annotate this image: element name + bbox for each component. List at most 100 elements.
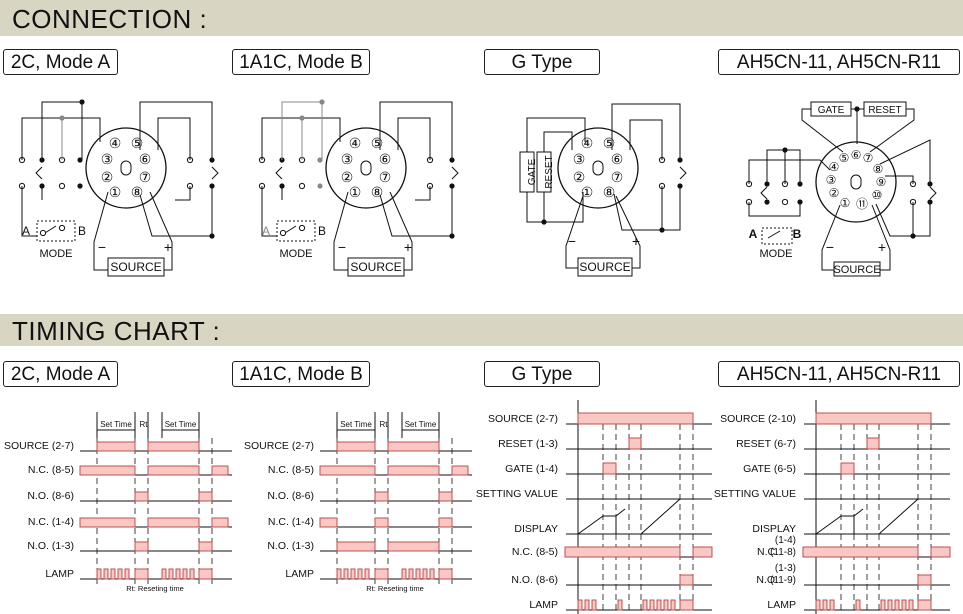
tab-mode-b-timing[interactable]: 1A1C, Mode B [232, 361, 370, 387]
timing-mode-a-nc14-pulse-2 [147, 517, 200, 528]
conn-ah-c3-terminal-bottom [781, 198, 789, 206]
conn-mode-b-wire-g [415, 186, 431, 201]
conn-mode-a-pin-3: ③ [101, 151, 114, 167]
conn-mode-a-plus-label: + [164, 239, 172, 255]
conn-mode-b-pin-4: ④ [349, 135, 362, 151]
conn-mode-b-mode-switch [276, 220, 316, 242]
timing-mode-a-lamp-1-3 [182, 568, 188, 580]
conn-ah-pin-1: ① [840, 196, 851, 210]
conn-mode-a-socket-key [120, 160, 132, 176]
timing-ah5cn-nc-pulse-1 [802, 546, 919, 558]
timing-mode-a-row-label-4: N.O. (1-3) [27, 540, 74, 552]
conn-ah-plus-label: + [878, 239, 886, 255]
conn-g-plus-label: + [632, 233, 640, 249]
tab-g-type-timing[interactable]: G Type [484, 361, 600, 387]
conn-ah-pin-5: ⑤ [839, 151, 850, 165]
conn-mode-a-wire-d [139, 101, 213, 160]
conn-mode-a-mode-lever [44, 225, 57, 234]
conn-ah-source-box [833, 261, 881, 277]
timing-mode-a-lamp-1-0 [161, 568, 167, 580]
timing-mode-a-nc85-pulse-2 [147, 465, 200, 476]
timing-mode-b-row-label-2: N.O. (8-6) [267, 490, 314, 502]
conn-ah-pin-7: ⑦ [863, 151, 874, 165]
timing-mode-a-lamp-on-2 [198, 568, 213, 580]
conn-ah-wire-r3 [875, 202, 931, 237]
conn-mode-b-wire-h [261, 186, 280, 237]
timing-g-type-lamp-2-3 [663, 599, 669, 611]
timing-g-type-source-pulse [577, 412, 694, 425]
timing-mode-b-nc14-pulse-2 [374, 517, 389, 528]
conn-mode-a-source-box [107, 257, 165, 277]
timing-ah5cn-no-bottom: (11-9) [770, 575, 796, 586]
conn-mode-b-c4-terminal-bottom [317, 183, 323, 189]
connection-header: CONNECTION : [0, 0, 963, 36]
conn-mode-b-pin-2: ② [341, 169, 354, 185]
conn-mode-b-source-label: SOURCE [350, 260, 401, 274]
conn-ah-pin-6: ⑥ [851, 148, 862, 162]
timing-mode-a-no13-pulse-1 [134, 541, 149, 552]
conn-mode-b-minus-label: − [338, 239, 346, 255]
conn-mode-b-wire-f [379, 186, 453, 237]
conn-ah-mode-switch [761, 227, 793, 245]
conn-mode-b-c6-contact-arrow [451, 166, 459, 180]
conn-mode-a-wire-e [157, 117, 191, 160]
timing-ah5cn-lamp-2-2 [894, 599, 900, 611]
conn-mode-b-pin-1: ① [349, 184, 362, 200]
timing-ah5cn-lamp-0-1 [822, 599, 828, 611]
tab-mode-a-timing[interactable]: 2C, Mode A [3, 361, 118, 387]
conn-mode-b-pin-5: ⑤ [371, 135, 384, 151]
timing-g-type-row-label-3: SETTING VALUE [476, 488, 558, 500]
conn-mode-b-wire-src-l [333, 191, 349, 271]
conn-g-pin-1: ① [581, 184, 594, 200]
conn-g-pin-3: ③ [573, 151, 586, 167]
conn-ah-minus-label: − [826, 239, 834, 255]
conn-mode-a-wire-src-r [149, 191, 173, 271]
timing-ah5cn-row-label-1: RESET (6-7) [736, 438, 796, 450]
conn-g-pin-2: ② [573, 169, 586, 185]
tab-ah5cn-connection[interactable]: AH5CN-11, AH5CN-R11 [718, 49, 960, 75]
conn-mode-b-mode-throw [298, 224, 306, 232]
timing-g-type-lamp-2-1 [649, 599, 655, 611]
timing-mode-b-no86-pulse-2 [438, 491, 453, 502]
conn-ah-wire-l4 [748, 202, 801, 217]
timing-mode-b-lamp-0-4 [364, 568, 370, 580]
timing-mode-b-row-label-0: SOURCE (2-7) [244, 440, 314, 452]
conn-mode-b-dot-b [319, 99, 325, 105]
conn-mode-b-switch-a-label: A [262, 224, 270, 238]
conn-mode-a-c3-terminal-bottom [58, 182, 66, 190]
conn-mode-a-pin-1: ① [109, 184, 122, 200]
timing-mode-b-lamp-on-2 [438, 568, 453, 580]
timing-ah5cn-lamp-2-3 [901, 599, 907, 611]
timing-g-type-lamp-2-2 [656, 599, 662, 611]
conn-ah-pin-11: ⑪ [856, 197, 868, 211]
timing-mode-b-rt-note: Rt: Reseting time [366, 584, 424, 593]
conn-g-wire-gate [526, 117, 586, 152]
conn-mode-b-source-box [347, 257, 405, 277]
timing-ah5cn-display-ramp-1 [815, 508, 864, 535]
timing-g-type-row-label-1: RESET (1-3) [498, 438, 558, 450]
conn-ah-pin-10: ⑩ [872, 188, 883, 202]
conn-ah-pin-2: ② [829, 186, 840, 200]
timing-mode-a-nc85-pulse-1 [79, 465, 136, 476]
tab-mode-a-connection[interactable]: 2C, Mode A [3, 49, 118, 75]
tab-g-type-connection[interactable]: G Type [484, 49, 600, 75]
timing-mode-a-lamp-0-0 [96, 568, 102, 580]
conn-ah-wire-src-l [821, 204, 841, 271]
timing-mode-b-nc85-pulse-1 [319, 465, 376, 476]
conn-mode-b-wire-b [281, 101, 323, 160]
timing-mode-a-set-time-1: Set Time [100, 420, 132, 429]
conn-mode-b-dot-f [449, 233, 455, 239]
conn-mode-a-wire-g [175, 186, 191, 201]
timing-mode-a-no86-pulse-1 [134, 491, 149, 502]
conn-ah-wire-gate [801, 108, 844, 153]
conn-g-c2-contact-arrow [679, 166, 687, 180]
conn-ah-pin-9: ⑨ [876, 175, 887, 189]
conn-g-reset-label: RESET [544, 155, 555, 188]
timing-g-type-lamp-2-4 [670, 599, 676, 611]
conn-mode-a-dot-b [79, 99, 85, 105]
timing-ah5cn-display-ramp-2 [878, 498, 919, 535]
conn-mode-a-minus-label: − [98, 239, 106, 255]
tab-ah5cn-timing[interactable]: AH5CN-11, AH5CN-R11 [718, 361, 960, 387]
tab-mode-b-connection[interactable]: 1A1C, Mode B [232, 49, 370, 75]
conn-g-wire-r2 [629, 119, 663, 160]
